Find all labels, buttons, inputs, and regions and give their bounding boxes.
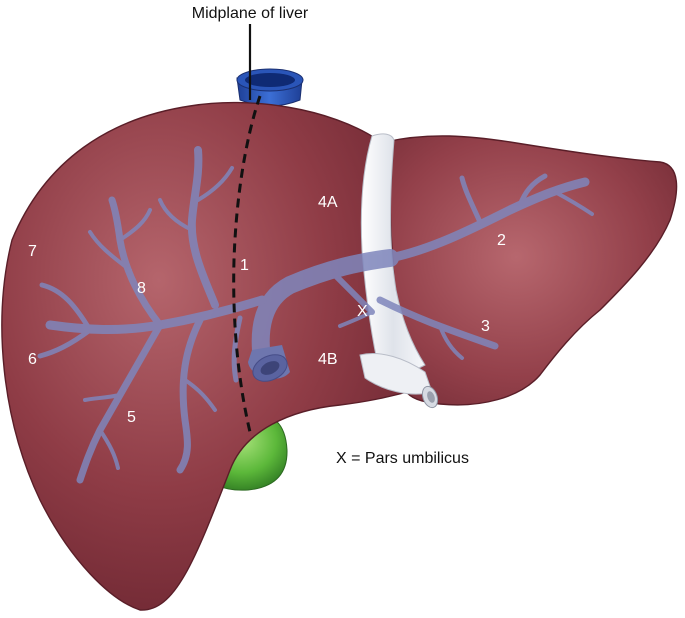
midplane-line — [232, 95, 262, 433]
segment-6-label: 6 — [28, 351, 37, 368]
vena-cava — [236, 68, 304, 107]
left-lobe — [384, 135, 678, 406]
pars-umbilicus-marker: X — [357, 303, 368, 320]
segment-7-label: 7 — [28, 243, 37, 260]
legend-text: X = Pars umbilicus — [336, 450, 469, 467]
segment-5-label: 5 — [127, 409, 136, 426]
midplane-label: Midplane of liver — [192, 5, 309, 22]
segment-4a-label: 4A — [318, 194, 338, 211]
segment-2-label: 2 — [497, 232, 506, 249]
hepatic-veins — [37, 146, 594, 484]
right-lobe — [1, 101, 416, 611]
segment-3-label: 3 — [481, 318, 490, 335]
segment-4b-label: 4B — [318, 351, 338, 368]
segment-1-label: 1 — [240, 257, 249, 274]
round-ligament — [359, 133, 439, 409]
portal-vein-stump — [248, 345, 290, 382]
segment-8-label: 8 — [137, 280, 146, 297]
